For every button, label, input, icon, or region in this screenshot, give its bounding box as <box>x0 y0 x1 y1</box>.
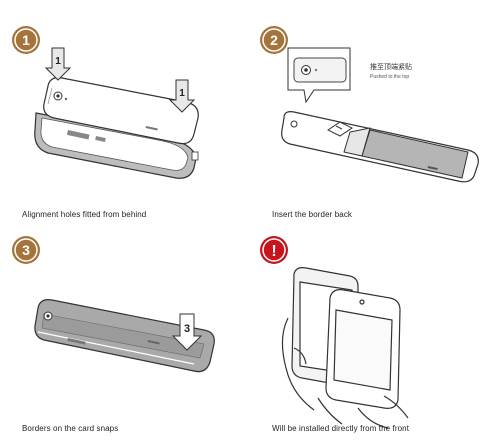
phone-with-border <box>281 111 479 183</box>
step-2-callout-en: Pushed to the top <box>370 74 410 80</box>
step-1-badge: 1 <box>12 26 40 54</box>
step-2-illustration: 2 <box>260 26 479 183</box>
step-3-panel: 3 3 Borders on the card snaps <box>8 228 248 438</box>
snap-arrow-icon: 3 <box>171 313 203 351</box>
step-1-caption: Alignment holes fitted from behind <box>22 210 147 219</box>
step-1-arrow-label-right: 1 <box>179 88 185 99</box>
detail-callout <box>287 47 351 104</box>
step-3-badge: 3 <box>12 236 40 264</box>
step-3-badge-label: 3 <box>22 242 30 258</box>
warning-badge-label: ! <box>271 243 276 260</box>
warning-badge: ! <box>260 236 288 264</box>
step-2-badge: 2 <box>260 26 288 54</box>
step-4-illustration: ! <box>260 236 409 429</box>
step-4-panel: ! Will be installed directly from the fr… <box>258 228 498 438</box>
step-2-callout-cn: 推至顶端紧贴 <box>370 64 412 71</box>
step-2-panel: 2 推至顶端紧贴 <box>258 18 498 228</box>
push-arrow-icon <box>327 121 353 137</box>
step-1-badge-label: 1 <box>22 32 30 48</box>
step-2-caption: Insert the border back <box>272 210 353 219</box>
step-2-badge-label: 2 <box>270 32 278 48</box>
push-down-arrow-left-icon: 1 <box>44 47 72 81</box>
step-1-panel: 1 1 <box>8 18 248 228</box>
hand-holding-phone <box>281 267 409 429</box>
step-1-arrow-label-left: 1 <box>55 56 61 67</box>
push-down-arrow-right-icon: 1 <box>168 79 196 113</box>
step-4-caption: Will be installed directly from the fron… <box>272 424 410 433</box>
phone-assembled <box>34 299 215 373</box>
step-3-caption: Borders on the card snaps <box>22 424 119 433</box>
step-3-arrow-label: 3 <box>184 323 190 335</box>
step-3-illustration: 3 3 <box>12 236 215 373</box>
step-1-illustration: 1 1 <box>12 26 199 179</box>
